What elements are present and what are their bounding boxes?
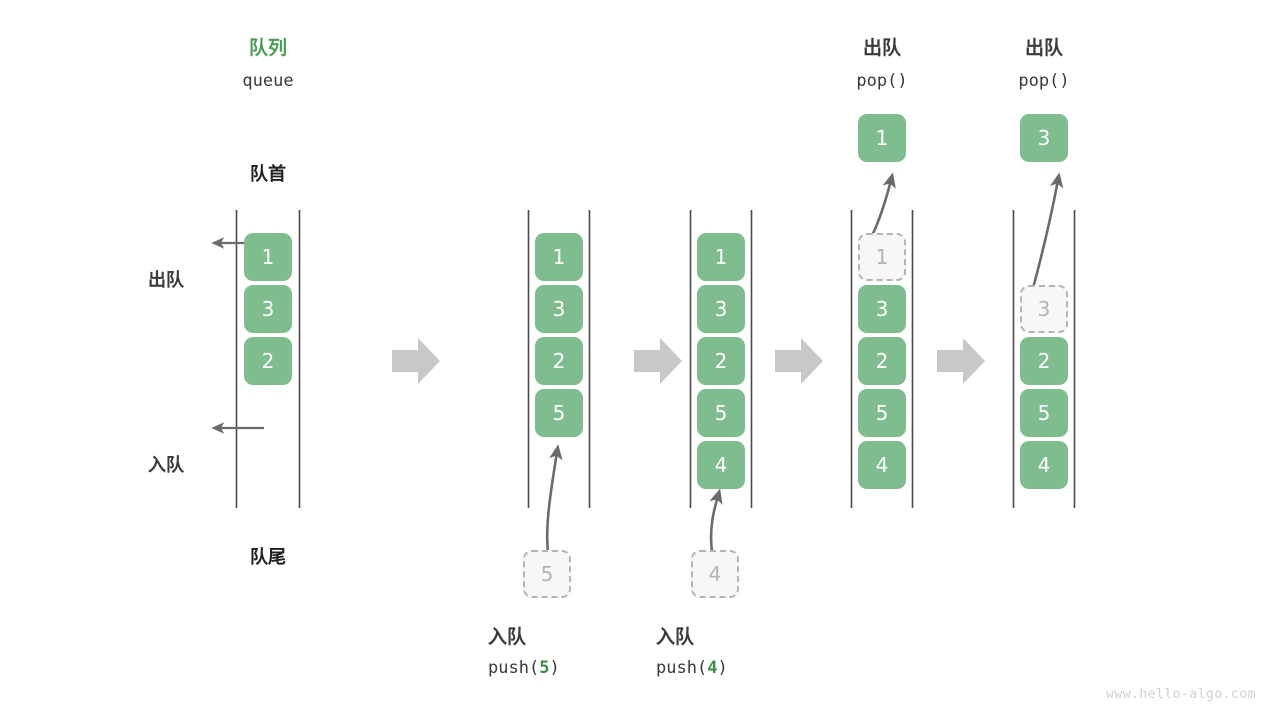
- queue-cell[interactable]: 2: [535, 337, 583, 385]
- enqueue-op-label: 入队: [656, 626, 695, 648]
- removed-element-placeholder[interactable]: 1: [858, 233, 906, 281]
- queue-cell-new[interactable]: 4: [697, 441, 745, 489]
- queue-cell[interactable]: 5: [858, 389, 906, 437]
- pop-1-arrow-icon: [868, 172, 896, 241]
- dequeue-op-title: 出队: [862, 37, 901, 59]
- queue-cell[interactable]: 1: [535, 233, 583, 281]
- removed-element-placeholder[interactable]: 3: [1020, 285, 1068, 333]
- queue-cell[interactable]: 1: [244, 233, 292, 281]
- push-code-prefix: push(: [488, 658, 540, 678]
- enqueue-op-label: 入队: [488, 626, 527, 648]
- queue-cell[interactable]: 1: [697, 233, 745, 281]
- push-4-arrow-icon: [709, 488, 723, 553]
- queue-cell-new[interactable]: 5: [535, 389, 583, 437]
- push-code-value: 4: [707, 658, 718, 678]
- queue-cell[interactable]: 2: [858, 337, 906, 385]
- step-transition-arrow-3: [775, 338, 823, 384]
- pop-code-label: pop(): [1018, 71, 1070, 91]
- watermark: www.hello-algo.com: [1106, 687, 1256, 702]
- popped-element[interactable]: 3: [1020, 114, 1068, 162]
- dequeue-label: 出队: [148, 270, 184, 291]
- dequeue-op-title: 出队: [1024, 37, 1063, 59]
- queue-cell[interactable]: 5: [1020, 389, 1068, 437]
- push-5-arrow-icon: [545, 444, 563, 553]
- queue-cell[interactable]: 2: [244, 337, 292, 385]
- queue-cell[interactable]: 5: [697, 389, 745, 437]
- rear-label: 队尾: [250, 547, 286, 568]
- queue-cell[interactable]: 4: [1020, 441, 1068, 489]
- step-transition-arrow-1: [392, 338, 440, 384]
- queue-cell[interactable]: 3: [535, 285, 583, 333]
- push-5-code-label: push(5): [488, 658, 688, 678]
- queue-cell[interactable]: 2: [697, 337, 745, 385]
- push-code-suffix: ): [549, 658, 560, 678]
- queue-cell[interactable]: 3: [697, 285, 745, 333]
- push-code-value: 5: [539, 658, 550, 678]
- queue-cell[interactable]: 3: [244, 285, 292, 333]
- enqueue-label: 入队: [148, 455, 184, 476]
- push-4-code-label: push(4): [656, 658, 856, 678]
- push-code-prefix: push(: [656, 658, 708, 678]
- front-label: 队首: [250, 164, 286, 185]
- queue-cell[interactable]: 2: [1020, 337, 1068, 385]
- push-code-suffix: ): [717, 658, 728, 678]
- popped-element[interactable]: 1: [858, 114, 906, 162]
- queue-title-en: queue: [242, 71, 294, 91]
- incoming-element-placeholder[interactable]: 5: [523, 550, 571, 598]
- step-transition-arrow-2: [634, 338, 682, 384]
- pop-3-arrow-icon: [1030, 172, 1064, 293]
- pop-code-label: pop(): [856, 71, 908, 91]
- incoming-element-placeholder[interactable]: 4: [691, 550, 739, 598]
- queue-cell[interactable]: 4: [858, 441, 906, 489]
- queue-cell[interactable]: 3: [858, 285, 906, 333]
- step-transition-arrow-4: [937, 338, 985, 384]
- queue-title-cn: 队列: [248, 37, 287, 59]
